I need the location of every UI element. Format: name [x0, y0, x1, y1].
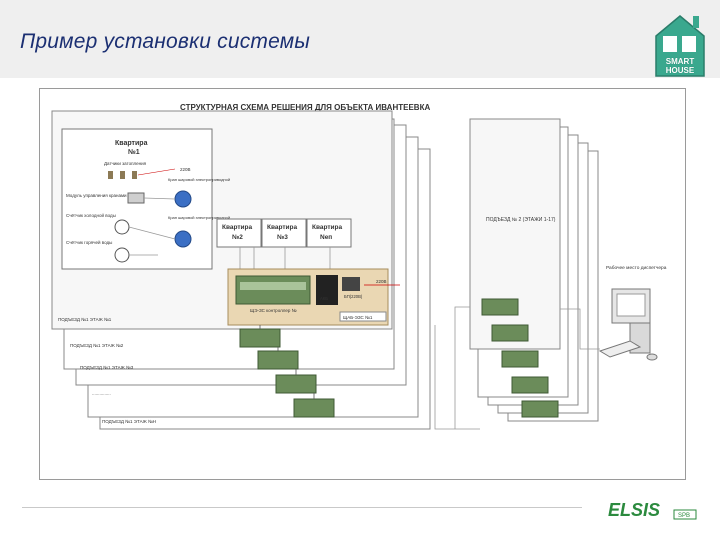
floor-controller-3 — [257, 350, 299, 370]
akb-label: АКБ — [320, 296, 328, 301]
apartment-n-number: Nеп — [320, 234, 332, 241]
apartment-1-box: Квартира №1 Датчики затопления 220В Кран… — [61, 128, 230, 270]
structure-diagram: ПОДЪЕЗД № 2 (ЭТАЖИ 1-17) Квартира №1 Дат… — [51, 110, 667, 430]
valve-label-1: Кран шаровой электроприводной — [168, 177, 230, 182]
diagram-frame: СТРУКТУРНАЯ СХЕМА РЕШЕНИЯ ДЛЯ ОБЪЕКТА ИВ… — [39, 88, 686, 480]
akb-icon — [316, 275, 338, 305]
floor-label-3: ПОДЪЕЗД №1 ЭТАЖ №3 — [80, 365, 134, 370]
psu-label: БП(220В) — [344, 294, 363, 299]
smart-house-logo — [652, 10, 708, 78]
apartment-2-box: Квартира №2 — [216, 218, 262, 248]
power-220-label: 220В — [180, 167, 191, 172]
floor-label-5: ПОДЪЕЗД №1 ЭТАЖ №Н — [102, 419, 156, 424]
valve-1-icon — [174, 190, 192, 208]
module-label: Модуль управления кранами — [66, 193, 127, 198]
apartment-1-number: №1 — [128, 148, 140, 156]
apartment-n-title: Квартира — [312, 224, 343, 231]
sensors-label: Датчики затопления — [104, 161, 147, 166]
entrance2-label: ПОДЪЕЗД № 2 (ЭТАЖИ 1-17) — [486, 217, 556, 223]
psu-icon — [342, 277, 360, 291]
floor-controllers-left — [239, 325, 335, 418]
page-title: Пример установки системы — [20, 30, 310, 53]
floor-controller-2 — [239, 328, 281, 348]
shield-label: ЩАБ-ЭЗС №1 — [343, 315, 373, 320]
cabinet-power-label: 220В — [376, 279, 387, 284]
apartment-3-title: Квартира — [267, 224, 298, 231]
elsis-logo-sub: SPB — [678, 513, 690, 519]
apartment-2-title: Квартира — [222, 224, 253, 231]
apartment-3-number: №3 — [277, 234, 288, 241]
logo-text: SMART HOUSE — [653, 57, 707, 75]
entrance-2-stack — [469, 118, 599, 422]
apartment-1-title: Квартира — [115, 140, 148, 147]
floor-label-1: ПОДЪЕЗД №1 ЭТАЖ №1 — [58, 317, 112, 322]
floor-controller-n — [293, 398, 335, 418]
module-icon — [127, 192, 145, 204]
floor-label-4: ............... — [92, 391, 111, 396]
apartment-3-box: Квартира №3 — [261, 218, 307, 248]
elsis-logo-icon: ELSIS SPB — [608, 500, 697, 520]
apartment-n-box: Квартира Nеп — [306, 218, 352, 248]
flood-sensors-icon — [108, 171, 137, 179]
hot-meter-label: Счётчик горячей воды — [66, 239, 112, 245]
workstation-label: Рабочее место диспетчера — [606, 265, 667, 271]
apartment-2-number: №2 — [232, 234, 243, 241]
floor-controllers-right — [481, 298, 559, 418]
floor-controller-4 — [275, 374, 317, 394]
cold-meter-label: Счётчик холодной воды — [66, 212, 116, 218]
elsis-logo: ELSIS SPB — [604, 497, 704, 523]
controller-cabinet: ЩЭ-ЗС контроллер № АКБ БП(220В) ЩАБ-ЭЗС … — [227, 268, 400, 326]
header-band — [0, 0, 720, 78]
controller-label: ЩЭ-ЗС контроллер № — [250, 308, 297, 313]
elsis-logo-text: ELSIS — [608, 500, 660, 520]
logo-line-1: SMART — [665, 57, 695, 66]
computer-icon — [598, 288, 658, 361]
valve-2-icon — [174, 230, 192, 248]
footer-divider — [22, 507, 582, 508]
house-logo-icon — [655, 15, 705, 77]
logo-line-2: HOUSE — [665, 66, 695, 75]
hot-meter-icon — [114, 247, 130, 263]
valve-label-2: Кран шаровой электроприводной — [168, 215, 230, 220]
cold-meter-icon — [114, 219, 130, 235]
diagram-title: СТРУКТУРНАЯ СХЕМА РЕШЕНИЯ ДЛЯ ОБЪЕКТА ИВ… — [180, 103, 431, 112]
floor-label-2: ПОДЪЕЗД №1 ЭТАЖ №2 — [70, 343, 124, 348]
